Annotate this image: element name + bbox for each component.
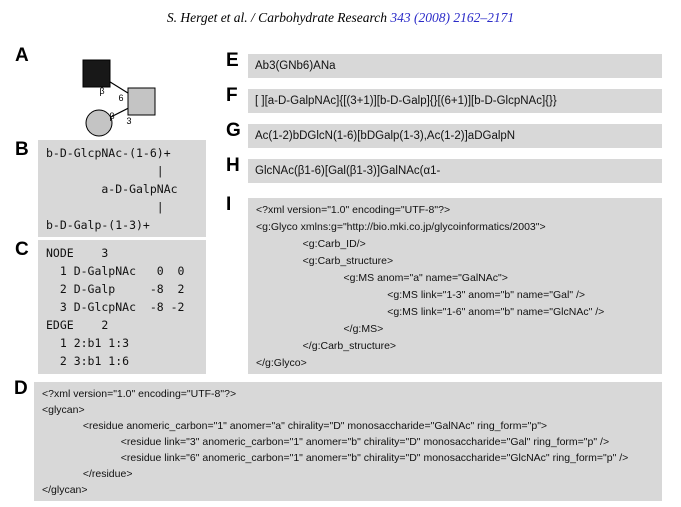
panel-d-glyde-xml-box: <?xml version="1.0" encoding="UTF-8"?> <… [34, 382, 662, 501]
citation-volume-pages-link[interactable]: 343 (2008) 2162–2171 [390, 10, 515, 25]
linearcode-text: Ab3(GNb6)ANa [255, 60, 336, 72]
linkage-position-3-label: 3 [126, 116, 131, 126]
panel-g-bcsdb-bar: Ac(1-2)bDGlcN(1-6)[bDGalp(1-3),Ac(1-2)]a… [248, 124, 662, 148]
panel-b-label: B [15, 139, 29, 160]
citation-text: S. Herget et al. / Carbohydrate Research [166, 10, 391, 25]
glycan-symbol-diagram: β 6 β 3 [82, 59, 156, 137]
panel-f-label: F [226, 85, 238, 106]
panel-e-label: E [226, 50, 239, 71]
panel-i-label: I [226, 194, 232, 215]
panel-e-linearcode-bar: Ab3(GNb6)ANa [248, 54, 662, 78]
panel-f-linucs-bar: [ ][a-D-GalpNAc]{[(3+1)][b-D-Galp]{}[(6+… [248, 89, 662, 113]
panel-b-iupac2d-box: b-D-GlcpNAc-(1-6)+ | a-D-GalpNAc | b-D-G… [38, 140, 206, 237]
panel-c-label: C [15, 239, 29, 260]
iupac-condensed-text: GlcNAc(β1-6)[Gal(β1-3)]GalNAc(α1- [255, 165, 441, 177]
panel-h-iupac-bar: GlcNAc(β1-6)[Gal(β1-3)]GalNAc(α1- [248, 159, 662, 183]
linkage-position-6-label: 6 [118, 93, 123, 103]
panel-i-glyco-xml-box: <?xml version="1.0" encoding="UTF-8"?> <… [248, 198, 662, 374]
anomer-label-bottom: β [109, 111, 114, 121]
panel-d-label: D [14, 378, 28, 399]
running-head: S. Herget et al. / Carbohydrate Research… [0, 10, 681, 26]
panel-g-label: G [226, 120, 241, 141]
bcsdb-text: Ac(1-2)bDGlcN(1-6)[bDGalp(1-3),Ac(1-2)]a… [255, 130, 516, 142]
panel-h-label: H [226, 155, 240, 176]
anomer-label-top: β [99, 86, 104, 96]
glcnac-black-square-node [82, 59, 111, 88]
panel-a-label: A [15, 45, 29, 66]
gal-gray-circle-node [85, 109, 113, 137]
galnac-gray-square-node [127, 87, 156, 116]
panel-c-kcf-box: NODE 3 1 D-GalpNAc 0 0 2 D-Galp -8 2 3 D… [38, 240, 206, 374]
linucs-text: [ ][a-D-GalpNAc]{[(3+1)][b-D-Galp]{}[(6+… [255, 95, 557, 107]
